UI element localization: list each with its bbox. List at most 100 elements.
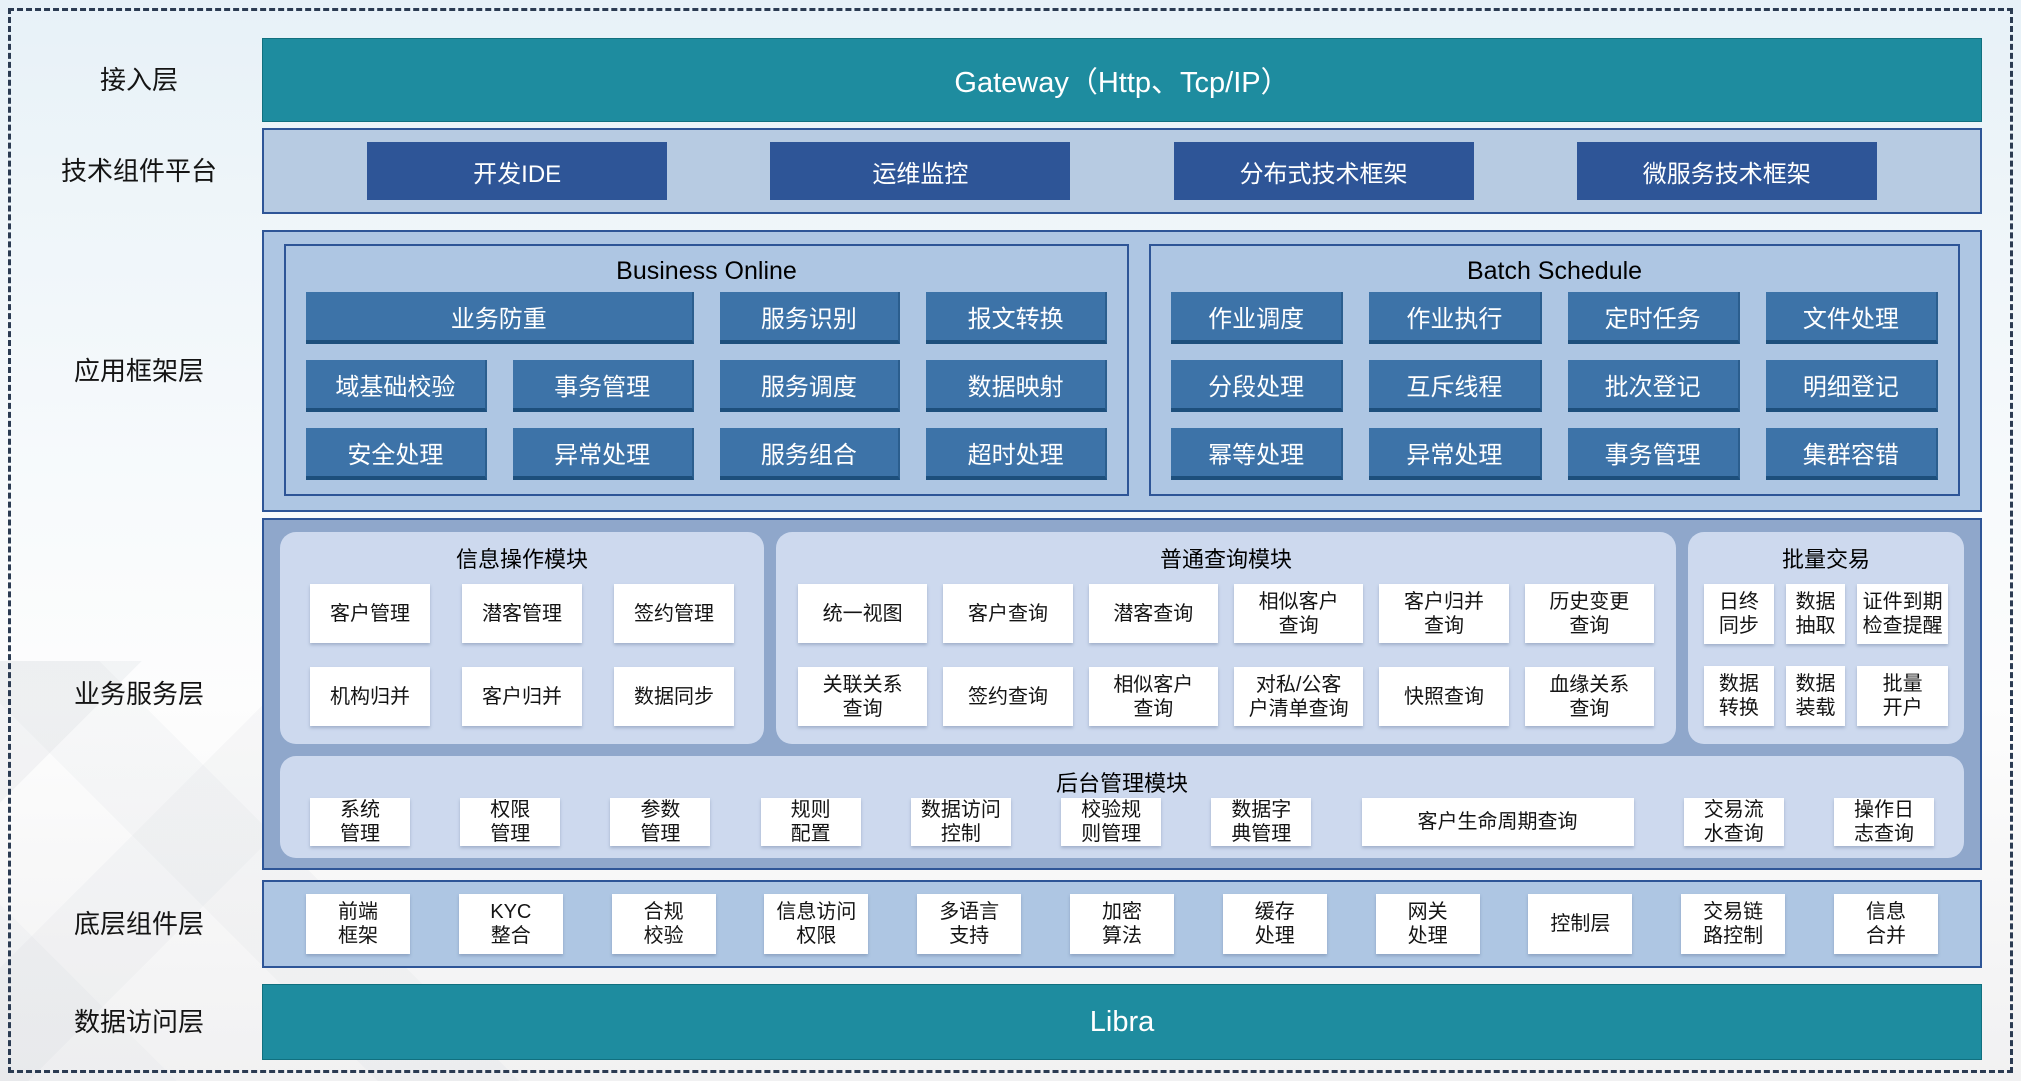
btn-control-layer[interactable]: 控制层 xyxy=(1528,894,1633,954)
btn-info-merge[interactable]: 信息 合并 xyxy=(1833,894,1938,954)
btn-customer-merge-query[interactable]: 客户归并 查询 xyxy=(1379,584,1509,643)
btn-timed-task[interactable]: 定时任务 xyxy=(1567,292,1740,344)
btn-data-convert[interactable]: 数据 转换 xyxy=(1704,666,1774,726)
btn-gateway-process[interactable]: 网关 处理 xyxy=(1375,894,1480,954)
btn-detail-register[interactable]: 明细登记 xyxy=(1765,360,1938,412)
btn-customer-list-query[interactable]: 对私/公客 户清单查询 xyxy=(1233,667,1364,726)
batch-schedule-grid: 作业调度 作业执行 定时任务 文件处理 分段处理 互斥线程 批次登记 明细登记 … xyxy=(1171,292,1938,480)
btn-data-sync[interactable]: 数据同步 xyxy=(614,667,734,726)
batch-schedule-title: Batch Schedule xyxy=(1466,257,1643,285)
btn-relation-query[interactable]: 关联关系 查询 xyxy=(798,667,928,726)
btn-transaction-mgmt-online[interactable]: 事务管理 xyxy=(512,360,694,412)
libra-bar-label: Libra xyxy=(1089,1005,1155,1038)
batch-trade-grid: 日终 同步 数据 抽取 证件到期 检查提醒 数据 转换 数据 装载 批量 开户 xyxy=(1704,584,1948,726)
btn-data-dictionary-mgmt[interactable]: 数据字 典管理 xyxy=(1211,798,1312,846)
btn-exception-handle-online[interactable]: 异常处理 xyxy=(512,428,694,480)
business-online-panel: Business Online 业务防重 服务识别 报文转换 域基础校验 事务管… xyxy=(284,244,1129,496)
gateway-bar[interactable]: Gateway（Http、Tcp/IP） xyxy=(262,38,1982,122)
btn-permission-mgmt[interactable]: 权限 管理 xyxy=(460,798,561,846)
label-data-access-layer: 数据访问层 xyxy=(73,1007,204,1037)
btn-cache-process[interactable]: 缓存 处理 xyxy=(1222,894,1327,954)
btn-data-access-control[interactable]: 数据访问 控制 xyxy=(910,798,1011,846)
app-framework-panel: Business Online 业务防重 服务识别 报文转换 域基础校验 事务管… xyxy=(262,230,1982,512)
btn-eod-sync[interactable]: 日终 同步 xyxy=(1704,584,1774,644)
btn-distributed-framework[interactable]: 分布式技术框架 xyxy=(1173,142,1474,200)
btn-data-load[interactable]: 数据 装载 xyxy=(1785,666,1846,726)
btn-history-change-query[interactable]: 历史变更 查询 xyxy=(1524,584,1654,643)
btn-exception-handle-batch[interactable]: 异常处理 xyxy=(1369,428,1542,480)
btn-batch-register[interactable]: 批次登记 xyxy=(1567,360,1740,412)
admin-title: 后台管理模块 xyxy=(1055,771,1188,796)
btn-idempotent-process[interactable]: 幂等处理 xyxy=(1171,428,1344,480)
btn-compliance-check[interactable]: 合规 校验 xyxy=(611,894,716,954)
btn-transaction-link-control[interactable]: 交易链 路控制 xyxy=(1681,894,1786,954)
btn-frontend-framework[interactable]: 前端 框架 xyxy=(306,894,410,954)
base-components-panel: 前端 框架 KYC 整合 合规 校验 信息访问 权限 多语言 支持 加密 算法 … xyxy=(262,880,1982,968)
btn-dev-ide[interactable]: 开发IDE xyxy=(367,142,668,200)
btn-contract-query[interactable]: 签约查询 xyxy=(943,667,1073,726)
btn-business-dedup[interactable]: 业务防重 xyxy=(306,292,694,344)
btn-data-extract[interactable]: 数据 抽取 xyxy=(1785,584,1846,644)
business-online-title: Business Online xyxy=(616,257,797,285)
libra-bar[interactable]: Libra xyxy=(262,984,1982,1060)
business-online-grid: 业务防重 服务识别 报文转换 域基础校验 事务管理 服务调度 数据映射 安全处理… xyxy=(306,292,1107,480)
btn-file-process[interactable]: 文件处理 xyxy=(1765,292,1938,344)
btn-message-convert[interactable]: 报文转换 xyxy=(926,292,1107,344)
btn-customer-query[interactable]: 客户查询 xyxy=(943,584,1073,643)
btn-security-process[interactable]: 安全处理 xyxy=(306,428,487,480)
btn-validation-rule-mgmt[interactable]: 校验规 则管理 xyxy=(1061,798,1162,846)
btn-rule-config[interactable]: 规则 配置 xyxy=(760,798,861,846)
btn-ops-monitoring[interactable]: 运维监控 xyxy=(770,142,1071,200)
btn-service-dispatch[interactable]: 服务调度 xyxy=(719,360,901,412)
btn-customer-mgmt[interactable]: 客户管理 xyxy=(310,584,430,643)
tech-platform-panel: 开发IDE 运维监控 分布式技术框架 微服务技术框架 xyxy=(262,128,1982,214)
btn-prospect-mgmt[interactable]: 潜客管理 xyxy=(462,584,582,643)
btn-org-merge[interactable]: 机构归并 xyxy=(310,667,430,726)
batch-trade-title: 批量交易 xyxy=(1781,547,1870,572)
btn-contract-mgmt[interactable]: 签约管理 xyxy=(614,584,734,643)
btn-segment-process[interactable]: 分段处理 xyxy=(1171,360,1344,412)
btn-microservice-framework[interactable]: 微服务技术框架 xyxy=(1576,142,1877,200)
btn-transaction-mgmt-batch[interactable]: 事务管理 xyxy=(1567,428,1740,480)
btn-cluster-fault-tolerance[interactable]: 集群容错 xyxy=(1765,428,1938,480)
common-query-grid: 统一视图 客户查询 潜客查询 相似客户 查询 客户归并 查询 历史变更 查询 关… xyxy=(798,584,1654,726)
btn-job-schedule[interactable]: 作业调度 xyxy=(1171,292,1344,344)
btn-timeout-handle[interactable]: 超时处理 xyxy=(926,428,1107,480)
btn-lineage-query[interactable]: 血缘关系 查询 xyxy=(1524,667,1654,726)
admin-grid: 系统 管理 权限 管理 参数 管理 规则 配置 数据访问 控制 校验规 则管理 … xyxy=(310,798,1934,846)
label-tech-platform: 技术组件平台 xyxy=(60,156,217,186)
admin-module: 后台管理模块 系统 管理 权限 管理 参数 管理 规则 配置 数据访问 控制 校… xyxy=(280,756,1964,858)
common-query-title: 普通查询模块 xyxy=(1159,547,1292,572)
btn-field-base-validation[interactable]: 域基础校验 xyxy=(306,360,487,412)
btn-prospect-query[interactable]: 潜客查询 xyxy=(1088,584,1218,643)
btn-cert-expiry-reminder[interactable]: 证件到期 检查提醒 xyxy=(1857,584,1948,644)
btn-service-identify[interactable]: 服务识别 xyxy=(719,292,901,344)
btn-kyc-integration[interactable]: KYC 整合 xyxy=(458,894,563,954)
btn-multilanguage-support[interactable]: 多语言 支持 xyxy=(917,894,1022,954)
btn-customer-merge[interactable]: 客户归并 xyxy=(462,667,582,726)
btn-job-execute[interactable]: 作业执行 xyxy=(1369,292,1542,344)
btn-batch-account-open[interactable]: 批量 开户 xyxy=(1857,666,1948,726)
info-ops-grid: 客户管理 潜客管理 签约管理 机构归并 客户归并 数据同步 xyxy=(310,584,734,726)
label-app-framework-layer: 应用框架层 xyxy=(73,356,204,386)
btn-similar-customer-query[interactable]: 相似客户 查询 xyxy=(1233,584,1364,643)
btn-similar-customer-query-2[interactable]: 相似客户 查询 xyxy=(1088,667,1218,726)
btn-data-mapping[interactable]: 数据映射 xyxy=(926,360,1107,412)
label-base-components-layer: 底层组件层 xyxy=(73,909,204,939)
btn-transaction-flow-query[interactable]: 交易流 水查询 xyxy=(1683,798,1784,846)
btn-service-compose[interactable]: 服务组合 xyxy=(719,428,901,480)
info-ops-module: 信息操作模块 客户管理 潜客管理 签约管理 机构归并 客户归并 数据同步 xyxy=(280,532,764,744)
business-service-panel: 信息操作模块 客户管理 潜客管理 签约管理 机构归并 客户归并 数据同步 普通查… xyxy=(262,518,1982,870)
btn-operation-log-query[interactable]: 操作日 志查询 xyxy=(1833,798,1934,846)
btn-snapshot-query[interactable]: 快照查询 xyxy=(1379,667,1509,726)
info-ops-title: 信息操作模块 xyxy=(455,547,588,572)
btn-mutex-thread[interactable]: 互斥线程 xyxy=(1369,360,1542,412)
btn-unified-view[interactable]: 统一视图 xyxy=(798,584,928,643)
batch-schedule-panel: Batch Schedule 作业调度 作业执行 定时任务 文件处理 分段处理 … xyxy=(1149,244,1960,496)
btn-customer-lifecycle-query[interactable]: 客户生命周期查询 xyxy=(1361,798,1634,846)
btn-system-mgmt[interactable]: 系统 管理 xyxy=(310,798,410,846)
btn-parameter-mgmt[interactable]: 参数 管理 xyxy=(610,798,711,846)
btn-encryption-algorithm[interactable]: 加密 算法 xyxy=(1069,894,1174,954)
btn-info-access-permission[interactable]: 信息访问 权限 xyxy=(764,894,869,954)
